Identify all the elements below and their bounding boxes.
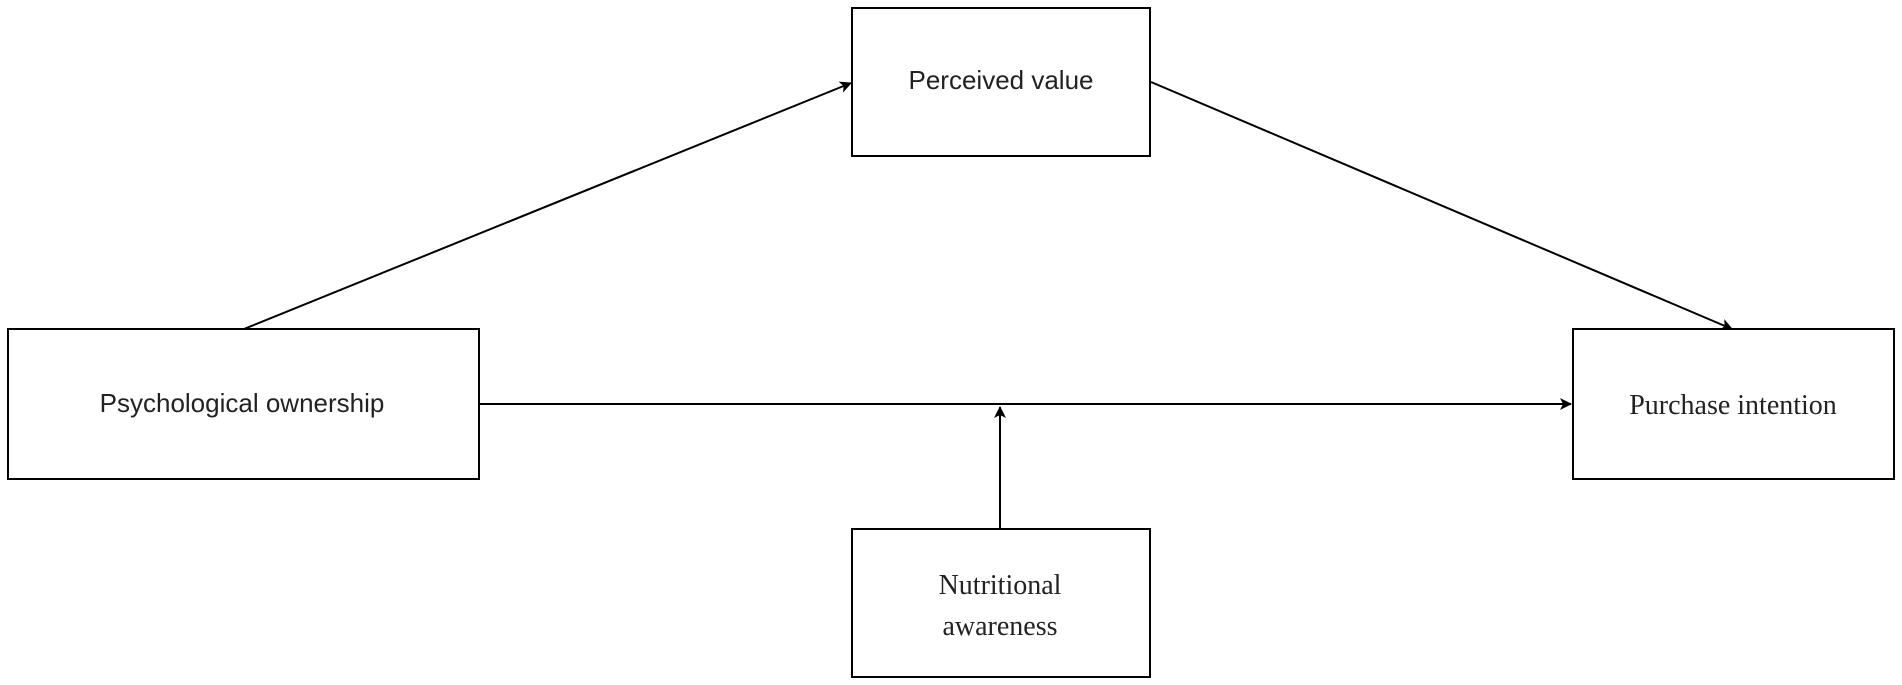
edge-ownership-to-value [243,81,852,330]
node-nutritional-awareness-label-line1: Nutritional [939,570,1062,601]
node-purchase-intention-label: Purchase intention [1629,390,1837,421]
node-perceived-value-label: Perceived value [909,65,1094,95]
node-psychological-ownership-label: Psychological ownership [100,388,385,418]
edge-value-to-intention [1150,81,1733,331]
node-psychological-ownership: Psychological ownership [7,328,480,480]
node-nutritional-awareness-label-line2: awareness [942,611,1057,642]
node-purchase-intention: Purchase intention [1572,328,1895,480]
node-nutritional-awareness: Nutritional awareness [851,528,1151,678]
node-perceived-value: Perceived value [851,7,1151,157]
